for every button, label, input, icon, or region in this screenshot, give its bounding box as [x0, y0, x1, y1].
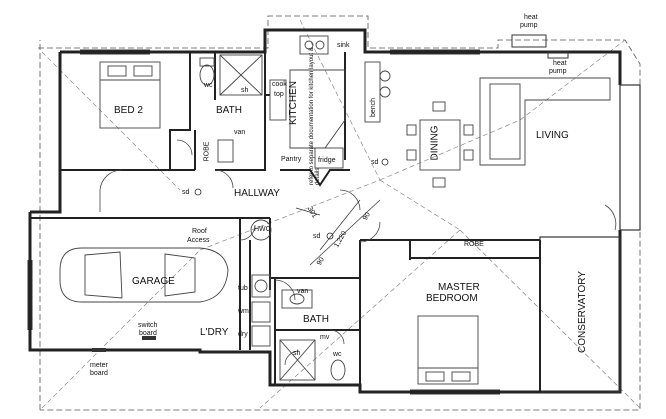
dining-table [406, 101, 474, 188]
van-top-label: van [234, 129, 246, 136]
wm-label: wm [238, 308, 249, 315]
sd-hall-label: sd [182, 189, 190, 196]
top-label: top [274, 91, 284, 98]
heat-pump-top-label-1: heat [524, 14, 538, 21]
master-bed [417, 315, 479, 385]
heat-pump-units [511, 34, 569, 59]
room-label-master-2: BEDROOM [426, 293, 478, 304]
room-label-garage: GARAGE [132, 276, 175, 287]
room-label-bath-top: BATH [216, 105, 242, 116]
room-label-bath-bottom: BATH [303, 314, 329, 325]
meter-board-label-1: meter [90, 362, 108, 369]
room-label-living: LIVING [536, 130, 569, 141]
hwc-label: HWC [254, 226, 271, 233]
heat-pump-top-label-2: pump [520, 22, 538, 29]
room-label-bed2: BED 2 [114, 105, 143, 116]
van-bottom-label: van [297, 288, 309, 295]
sh-top-label: sh [241, 87, 249, 94]
bath-top-fixtures [199, 54, 263, 163]
room-label-conservatory: CONSERVATORY [576, 271, 588, 353]
room-label-hallway: HALLWAY [234, 188, 280, 199]
cook-label: cook [272, 81, 287, 88]
room-label-master-1: MASTER [438, 282, 480, 293]
room-label-kitchen: KITCHEN [287, 81, 299, 125]
roof-access-label-1: Roof [192, 228, 207, 235]
sd-dining-label: sd [371, 159, 379, 166]
sink-label: sink [337, 42, 350, 49]
bath-bottom-fixtures [279, 289, 346, 381]
doors [99, 139, 617, 366]
roof-access-label-2: Access [187, 237, 210, 244]
smoke-detectors [194, 158, 389, 240]
dimension-lines [295, 199, 381, 266]
room-label-dining: DINING [429, 125, 441, 161]
heat-pump-living-label-1: heat [553, 60, 567, 67]
sd-passage-label: sd [313, 233, 321, 240]
laundry-fixtures [250, 219, 272, 347]
robe-label-master: ROBE [464, 241, 484, 248]
windows [27, 49, 500, 395]
pantry-label: Pantry [281, 156, 302, 163]
meter-switch-boards [92, 336, 156, 352]
mv-label: mv [320, 334, 330, 341]
wc-bottom-label: wc [333, 351, 342, 358]
kitchen-fixtures [269, 35, 391, 169]
switch-board-label-1: switch [138, 322, 158, 329]
living-sofa [479, 77, 611, 166]
dry-label: dry [238, 331, 248, 338]
tub-label: tub [238, 285, 248, 292]
wc-top-label: wc [204, 82, 213, 89]
garage-car [59, 247, 229, 303]
heat-pump-living-label-2: pump [549, 68, 567, 75]
internal-walls [30, 52, 541, 392]
sh-bottom-label: sh [293, 350, 301, 357]
bench-label: bench [370, 97, 378, 118]
bed2-bed [99, 61, 161, 129]
roof-hip-lines [41, 19, 641, 409]
switch-board-label-2: board [139, 330, 157, 337]
meter-board-label-2: board [90, 370, 108, 377]
room-label-laundry: L'DRY [200, 327, 229, 338]
robe-label-bed2: ROBE [203, 141, 211, 162]
fridge-label: fridge [318, 157, 336, 164]
